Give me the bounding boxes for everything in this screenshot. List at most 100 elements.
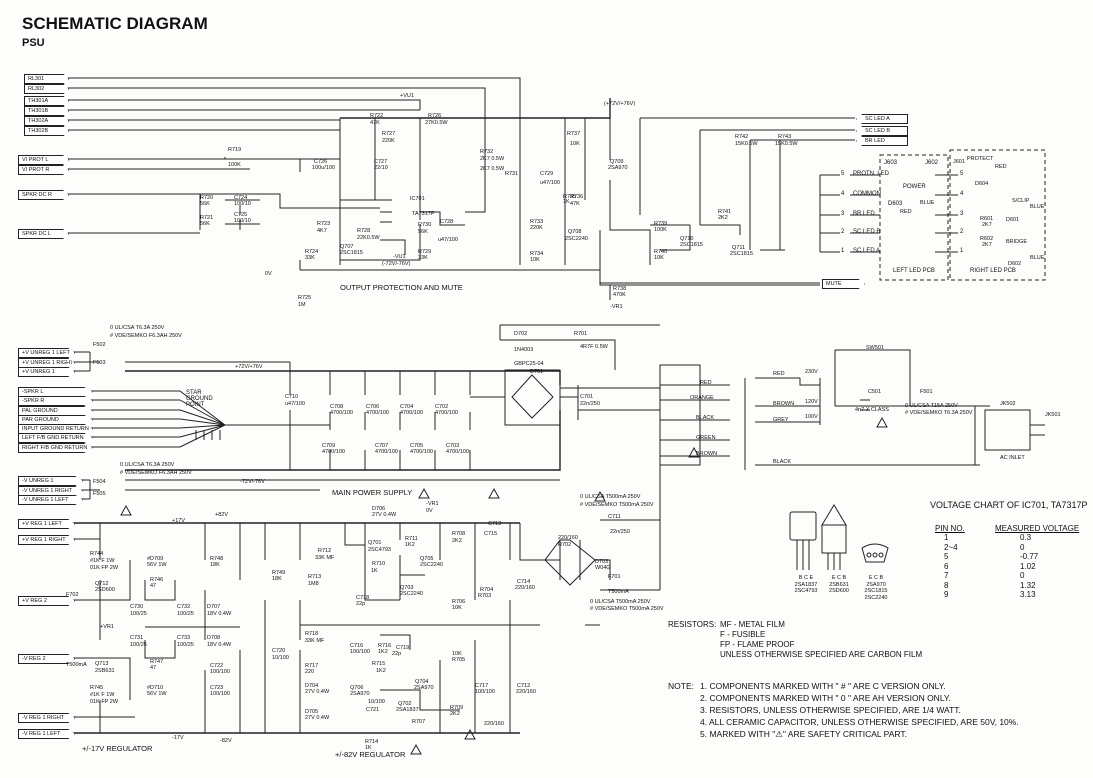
right-led-pin-num: 4: [960, 191, 964, 197]
transformer-wire-label: RED: [773, 371, 785, 377]
port-reg-5: -V REG 1 LEFT: [18, 729, 75, 739]
resistor-legend-line: MF - METAL FILM: [720, 620, 785, 629]
reg-component-label: #D710: [147, 685, 164, 691]
port-reg-1: +V REG 1 RIGHT: [18, 535, 75, 545]
reg-component-label: 1K: [371, 568, 378, 574]
reg-component-label: F702: [66, 592, 79, 598]
resistor-legend-line: UNLESS OTHERWISE SPECIFIED ARE CARBON FI…: [720, 650, 923, 659]
reg-component-label: 100/25: [177, 642, 194, 648]
component-label: 56K: [418, 229, 428, 235]
port-unreg-1: +V UNREG 1 RIGHT: [18, 358, 75, 368]
reg-component-label: 2SC2240: [420, 562, 443, 568]
reg-component-label: C717: [475, 683, 489, 689]
port-br-led: BR LED: [856, 136, 908, 146]
transformer-wire-label: BLACK: [696, 415, 715, 421]
power-component-label: C708: [330, 404, 344, 410]
reg-component-label: C720: [272, 648, 286, 654]
reg-component-label: C721: [366, 707, 380, 713]
power-component-label: C701: [580, 394, 594, 400]
power-component-label: 1N4003: [514, 347, 534, 353]
reg-component-label: 220/160: [516, 689, 536, 695]
reg-component-label: R749: [272, 570, 286, 576]
blue-label: BLUE: [920, 200, 935, 206]
reg-component-label: Q701: [368, 540, 382, 546]
component-label: 47K: [570, 201, 580, 207]
reg-component-label: Q705: [420, 556, 434, 562]
port-neg-unreg-0: -V UNREG 1: [18, 476, 83, 486]
reg-component-label: C712: [517, 683, 531, 689]
component-label: R727: [382, 131, 396, 137]
reg-component-label: 220/160: [515, 585, 535, 591]
component-label: -VU1: [393, 254, 406, 260]
reg-component-label: 100/100: [350, 649, 370, 655]
reg-component-label: -17V: [172, 735, 184, 741]
transformer-wire-label: BLACK: [773, 459, 792, 465]
left-led-pin-label: SC LED A: [853, 248, 881, 254]
reg-component-label: R713: [308, 574, 322, 580]
right-led-part: R601: [980, 216, 994, 222]
reg-component-label: R704: [480, 587, 494, 593]
component-label: R721: [200, 215, 214, 221]
port-gnd-6: RIGHT F/B GND RETURN: [18, 443, 93, 453]
reg-component-label: 1K2: [378, 649, 388, 655]
reg-component-label: 01K FP 2W: [90, 699, 119, 705]
component-label: R728: [357, 228, 371, 234]
component-label: 22K0.5W: [357, 235, 380, 241]
component-label: C728: [440, 219, 454, 225]
right-led-part: D602: [1008, 261, 1022, 267]
reg-component-label: C733: [177, 635, 191, 641]
reg-component-label: 27V 0.4W: [372, 512, 397, 518]
power-component-label: -72V/-76V: [240, 479, 265, 485]
voltage-chart: VOLTAGE CHART OF IC701, TA7317P PIN NO. …: [930, 500, 1090, 600]
component-label: 2SC2240: [565, 236, 588, 242]
port-gnd-3: PAR GROUND: [18, 415, 93, 425]
component-label: R732: [480, 149, 494, 155]
voltage-chart-col-pin: PIN NO.: [935, 524, 965, 533]
package-part: 2SC1815: [864, 588, 888, 594]
component-label: 100K: [228, 162, 241, 168]
power-component-label: 4700/100: [435, 410, 458, 416]
right-led-part: R602: [980, 236, 994, 242]
power-component-label: F502: [93, 342, 106, 348]
reg-component-label: R710: [372, 561, 386, 567]
reg-component-label: 10/100: [272, 655, 289, 661]
measured-voltage: 3.13: [1020, 590, 1036, 599]
component-label: 2SC1815: [340, 250, 363, 256]
reg-component-label: 47: [150, 665, 157, 671]
reg-component-label: -VR1: [426, 501, 439, 507]
component-label: Q711: [732, 245, 746, 251]
power-component-label: C704: [400, 404, 414, 410]
transformer-wire-label: RED: [700, 380, 712, 386]
component-label: R723: [317, 221, 331, 227]
component-label: 220K: [382, 138, 395, 144]
reg-component-label: D707: [207, 604, 221, 610]
voltage-chart-col-voltage: MEASURED VOLTAGE: [995, 524, 1080, 533]
reg-component-label: C716: [350, 643, 364, 649]
component-label: R740: [654, 249, 668, 255]
mains-label: JK501: [1045, 412, 1061, 418]
component-label: 2SA970: [608, 165, 628, 171]
reg-component-label: #1K F 1W: [90, 692, 115, 698]
reg-component-label: #1K F 1W: [90, 558, 115, 564]
reg-component-label: 2SB631: [95, 668, 115, 674]
reg-component-label: C715: [484, 531, 498, 537]
reg-component-label: R714: [365, 739, 379, 745]
component-label: 10K: [530, 257, 540, 263]
reg-component-label: 100/100: [210, 691, 230, 697]
fuse-note-neg: 0 UL/CSA T6.3A 250V: [120, 462, 175, 468]
right-led-pcb-label: RIGHT LED PCB: [970, 268, 1016, 274]
port-mute: MUTE: [822, 279, 865, 289]
mains-label: F501: [920, 389, 933, 395]
fuse-note-2: 0 UL/CSA T500mA 250V: [580, 494, 641, 500]
reg-component-label: R707: [412, 719, 426, 725]
pin-no: 5: [944, 552, 949, 561]
mains-label: SW501: [866, 345, 885, 351]
package-part: 2SA970: [866, 581, 886, 588]
component-label: R739: [654, 221, 668, 227]
reg-component-label: D708: [207, 635, 221, 641]
reg-component-label: 22n/250: [610, 529, 630, 535]
component-label: R736: [570, 194, 584, 200]
